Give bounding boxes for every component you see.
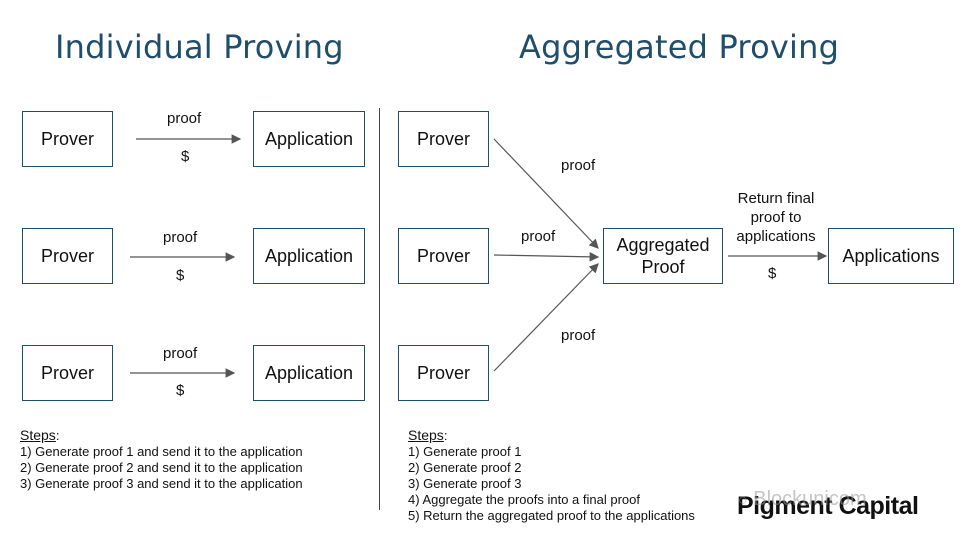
- prover-box: Prover: [22, 345, 113, 401]
- step-item: 2) Generate proof 2: [408, 460, 522, 475]
- step-item: 4) Aggregate the proofs into a final pro…: [408, 492, 640, 507]
- aggregated-proving-title: Aggregated Proving: [519, 28, 840, 66]
- prover-box: Prover: [398, 345, 489, 401]
- steps-heading-colon: :: [443, 428, 448, 443]
- arrow-agg-prover-3: [493, 263, 599, 372]
- prover-box: Prover: [22, 228, 113, 284]
- application-box: Application: [253, 345, 365, 401]
- proof-label: proof: [521, 228, 556, 245]
- arrow-agg-prover-1: [493, 138, 599, 249]
- watermark: ○ Blockunicom: [738, 488, 867, 511]
- money-label: $: [768, 265, 777, 282]
- arrow-agg-prover-2: [493, 252, 600, 262]
- brand-logo: Pigment Capital: [737, 492, 919, 520]
- money-label: $: [176, 267, 185, 284]
- proof-label: proof: [167, 110, 202, 127]
- application-box: Application: [253, 111, 365, 167]
- prover-box: Prover: [398, 228, 489, 284]
- individual-proving-title: Individual Proving: [55, 28, 344, 66]
- aggregated-proof-box: Aggregated Proof: [603, 228, 723, 284]
- step-item: 1) Generate proof 1: [408, 444, 522, 459]
- section-divider: [379, 108, 380, 510]
- step-item: 3) Generate proof 3: [408, 476, 522, 491]
- steps-heading-colon: :: [55, 428, 60, 443]
- money-label: $: [176, 382, 185, 399]
- proof-label: proof: [163, 229, 198, 246]
- proof-label: proof: [561, 327, 596, 344]
- steps-heading: Steps: [408, 427, 444, 443]
- prover-box: Prover: [22, 111, 113, 167]
- steps-heading: Steps: [20, 427, 56, 443]
- applications-box: Applications: [828, 228, 954, 284]
- prover-box: Prover: [398, 111, 489, 167]
- return-final-proof-label: Return final proof to applications: [736, 190, 816, 245]
- individual-steps: Steps: 1) Generate proof 1 and send it t…: [20, 427, 303, 492]
- aggregated-steps: Steps: 1) Generate proof 1 2) Generate p…: [408, 427, 695, 524]
- watermark-text: Blockunicom: [753, 488, 867, 510]
- proof-label: proof: [163, 345, 198, 362]
- step-item: 3) Generate proof 3 and send it to the a…: [20, 476, 303, 491]
- application-box: Application: [253, 228, 365, 284]
- money-label: $: [181, 148, 190, 165]
- step-item: 2) Generate proof 2 and send it to the a…: [20, 460, 303, 475]
- proof-label: proof: [561, 157, 596, 174]
- step-item: 1) Generate proof 1 and send it to the a…: [20, 444, 303, 459]
- wechat-icon: ○: [738, 492, 748, 509]
- step-item: 5) Return the aggregated proof to the ap…: [408, 508, 695, 523]
